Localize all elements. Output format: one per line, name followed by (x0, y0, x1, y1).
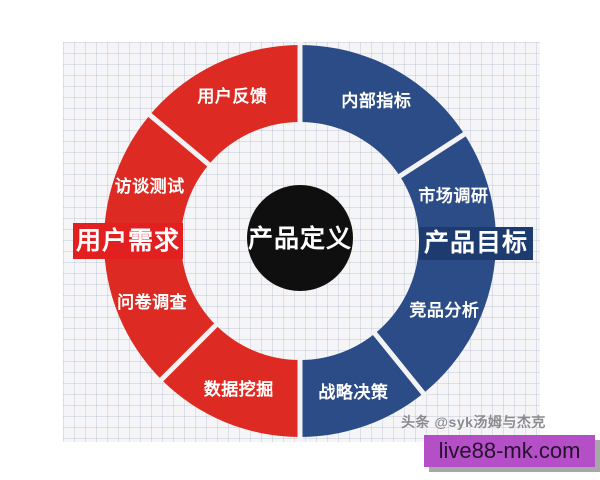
watermark-credit: 头条 @syk汤姆与杰克 (401, 414, 546, 430)
segment-label: 数据挖掘 (204, 379, 274, 399)
center-circle (247, 185, 353, 291)
center-title: 产品定义 (248, 224, 352, 253)
left-half-label: 用户需求 (73, 223, 183, 259)
segment-label: 访谈测试 (115, 176, 185, 196)
segment-divider (157, 321, 220, 384)
segment-label: 竞品分析 (409, 300, 479, 320)
segment-label: 内部指标 (341, 90, 411, 110)
ring-half-user-needs (104, 45, 300, 437)
segment-label: 市场调研 (418, 186, 488, 206)
segment-divider (395, 130, 469, 180)
site-badge: live88-mk.com (424, 435, 595, 467)
segment-label: 用户反馈 (197, 86, 267, 106)
segment-label: 战略决策 (318, 382, 388, 402)
segment-label: 问卷调查 (117, 292, 187, 312)
segment-divider (145, 111, 213, 169)
right-half-label: 产品目标 (419, 227, 533, 260)
segment-divider (371, 329, 428, 398)
